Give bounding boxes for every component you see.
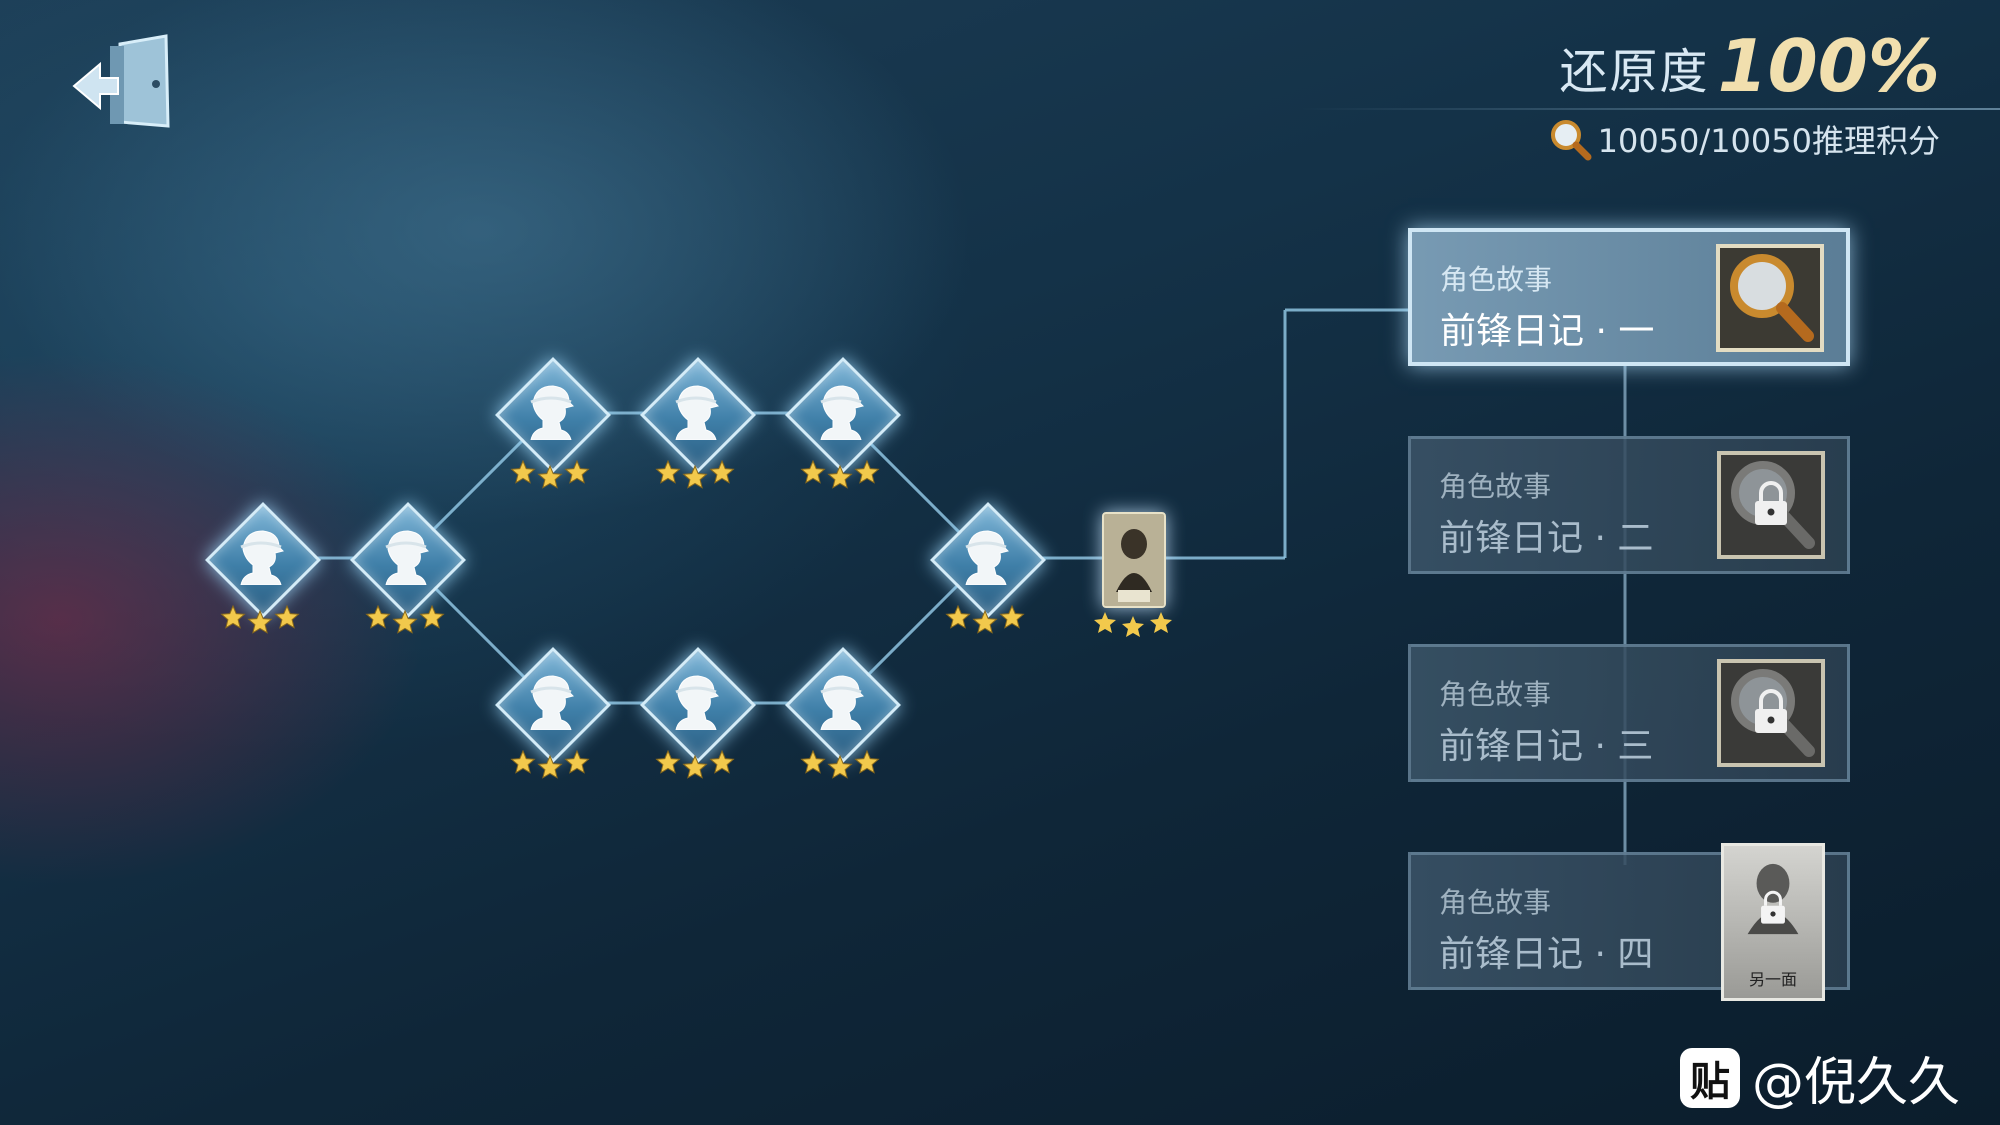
watermark-text: @倪久久 <box>1752 1053 1961 1113</box>
detective-bust-icon <box>965 530 1009 585</box>
watermark-logo: 贴 <box>1680 1047 1740 1108</box>
tree-branch-connector <box>1283 308 1410 558</box>
magnifier-icon <box>1550 120 1592 161</box>
progress-label: 还原度 <box>1559 44 1710 100</box>
locked-magnifier-icon <box>1717 451 1825 559</box>
deduction-node-5[interactable] <box>785 357 901 508</box>
detective-bust-icon <box>675 675 719 730</box>
detective-bust-icon <box>530 385 574 440</box>
star-rating <box>365 605 445 634</box>
story-title: 前锋日记 · 四 <box>1439 934 1654 975</box>
deduction-node-8[interactable] <box>785 647 901 798</box>
detective-bust-icon <box>675 385 719 440</box>
detective-bust-icon <box>530 675 574 730</box>
card-caption: 另一面 <box>1748 970 1797 989</box>
locked-magnifier-icon <box>1717 659 1825 767</box>
story-title: 前锋日记 · 二 <box>1439 518 1654 559</box>
detective-bust-icon <box>385 530 429 585</box>
star-rating <box>655 460 735 489</box>
story-title: 前锋日记 · 一 <box>1440 311 1655 352</box>
watermark: 贴 @倪久久 <box>1680 1040 1960 1115</box>
detective-bust-icon <box>240 530 284 585</box>
detective-bust-icon <box>820 675 864 730</box>
story-category: 角色故事 <box>1439 678 1552 711</box>
character-card-icon <box>1102 512 1166 608</box>
progress-value: 100% <box>1717 24 1940 108</box>
exit-button[interactable] <box>70 34 174 134</box>
story-category: 角色故事 <box>1439 886 1552 919</box>
divider <box>1300 108 2000 110</box>
story-item-3[interactable]: 角色故事 前锋日记 · 三 <box>1408 644 1850 782</box>
deduction-node-9[interactable] <box>930 502 1046 653</box>
star-rating <box>800 460 880 489</box>
deduction-node-4[interactable] <box>640 357 756 508</box>
detective-bust-icon <box>820 385 864 440</box>
deduction-node-3[interactable] <box>495 357 611 508</box>
star-rating <box>800 750 880 779</box>
locked-character-card-icon: 另一面 <box>1721 843 1825 1001</box>
progress-panel: 还原度 100% 10050/10050推理积分 <box>1300 24 2000 162</box>
story-category: 角色故事 <box>1440 263 1553 296</box>
star-rating <box>1094 612 1172 637</box>
story-item-1[interactable]: 角色故事 前锋日记 · 一 <box>1408 228 1850 366</box>
magnifier-icon <box>1716 244 1824 352</box>
score-text: 10050/10050推理积分 <box>1597 122 1940 160</box>
deduction-node-1[interactable] <box>205 502 321 653</box>
star-rating <box>655 750 735 779</box>
story-title: 前锋日记 · 三 <box>1439 726 1654 767</box>
story-item-4[interactable]: 角色故事 前锋日记 · 四 另一面 <box>1408 843 1850 1001</box>
star-rating <box>510 460 590 489</box>
star-rating <box>220 605 300 634</box>
story-category: 角色故事 <box>1439 470 1552 503</box>
exit-door-icon <box>72 34 170 128</box>
final-deduction-node[interactable] <box>1094 512 1172 652</box>
star-rating <box>510 750 590 779</box>
deduction-node-7[interactable] <box>640 647 756 798</box>
story-item-2[interactable]: 角色故事 前锋日记 · 二 <box>1408 436 1850 574</box>
deduction-node-6[interactable] <box>495 647 611 798</box>
deduction-node-2[interactable] <box>350 502 466 653</box>
star-rating <box>945 605 1025 634</box>
